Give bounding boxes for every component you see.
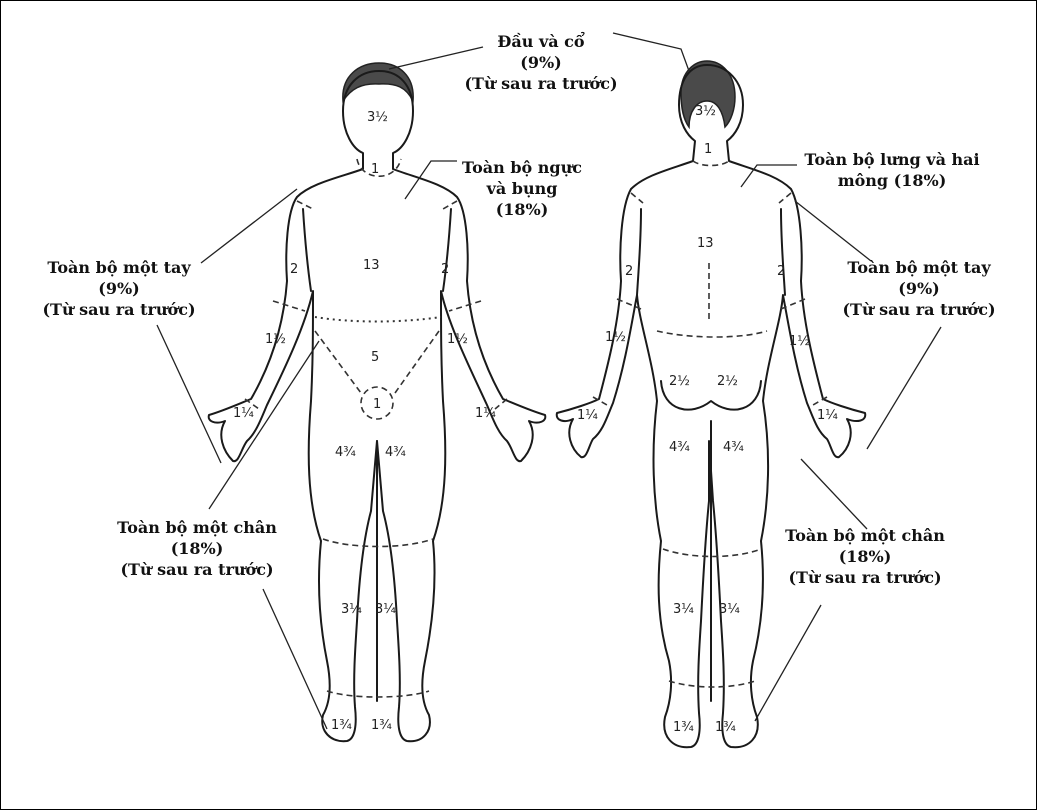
front-val-trunk: 13 (363, 258, 380, 273)
front-val-calf-r: 3¼ (375, 602, 396, 617)
back-val-buttock-l: 2½ (669, 374, 690, 389)
back-val-thigh-r: 4¾ (723, 440, 744, 455)
front-val-head: 3½ (367, 110, 388, 125)
leader-lines (157, 33, 941, 729)
front-val-hand-l: 1¼ (233, 406, 254, 421)
back-shoulder-r (779, 193, 791, 203)
back-val-upper-arm-r: 2 (777, 264, 785, 279)
label-chest-line-2: và bụng (447, 178, 597, 199)
label-back-line-2: mông (18%) (787, 170, 997, 191)
back-val-neck: 1 (704, 142, 712, 157)
front-val-thigh-r: 4¾ (385, 445, 406, 460)
label-leg-left-line-1: Toàn bộ một chân (97, 517, 297, 538)
back-val-foot-r: 1¾ (715, 720, 736, 735)
front-val-forearm-l: 1½ (265, 332, 286, 347)
front-arm-inner-r (443, 209, 451, 291)
label-leg-left-line-3: (Từ sau ra trước) (97, 559, 297, 580)
back-waist-line (657, 331, 767, 337)
back-val-head: 3½ (695, 104, 716, 119)
front-val-thigh-l: 4¾ (335, 445, 356, 460)
label-arm-right-line-3: (Từ sau ra trước) (821, 299, 1017, 320)
leader-leg-left-low (263, 589, 327, 729)
front-val-upper-arm-l: 2 (290, 262, 298, 277)
front-shoulder-l (297, 201, 313, 209)
label-back-buttocks: Toàn bộ lưng và hai mông (18%) (787, 149, 997, 191)
label-arm-right: Toàn bộ một tay (9%) (Từ sau ra trước) (821, 257, 1017, 320)
back-arm-inner-r (781, 209, 785, 295)
label-arm-left: Toàn bộ một tay (9%) (Từ sau ra trước) (21, 257, 217, 320)
back-val-forearm-l: 1½ (605, 330, 626, 345)
front-val-upper-arm-r: 2 (441, 262, 449, 277)
back-val-thigh-l: 4¾ (669, 440, 690, 455)
back-val-calf-l: 3¼ (673, 602, 694, 617)
label-chest-line-3: (18%) (447, 199, 597, 220)
back-val-hand-r: 1¼ (817, 408, 838, 423)
back-neck-line (693, 161, 729, 166)
front-arm-inner-l (303, 209, 311, 291)
label-back-line-1: Toàn bộ lưng và hai (787, 149, 997, 170)
back-val-foot-l: 1¾ (673, 720, 694, 735)
back-val-calf-r: 3¼ (719, 602, 740, 617)
label-arm-right-line-2: (9%) (821, 278, 1017, 299)
leader-arm-right (867, 327, 941, 449)
back-val-buttock-r: 2½ (717, 374, 738, 389)
front-waist-line (315, 317, 441, 322)
front-val-hand-r: 1¼ (475, 406, 496, 421)
leader-arm-left-top (201, 189, 297, 263)
front-groin-r (395, 331, 439, 393)
label-leg-left: Toàn bộ một chân (18%) (Từ sau ra trước) (97, 517, 297, 580)
back-shoulder-l (631, 193, 643, 203)
label-chest-line-1: Toàn bộ ngực (447, 157, 597, 178)
label-leg-right-line-1: Toàn bộ một chân (765, 525, 965, 546)
label-head-neck: Đầu và cổ (9%) (Từ sau ra trước) (441, 31, 641, 94)
label-arm-right-line-1: Toàn bộ một tay (821, 257, 1017, 278)
leader-arm-right-top (795, 201, 871, 261)
label-leg-right: Toàn bộ một chân (18%) (Từ sau ra trước) (765, 525, 965, 588)
label-leg-right-line-2: (18%) (765, 546, 965, 567)
label-arm-left-line-2: (9%) (21, 278, 217, 299)
back-val-upper-arm-l: 2 (625, 264, 633, 279)
leader-leg-right-low (755, 605, 821, 721)
front-val-abdomen: 5 (371, 350, 379, 365)
front-val-genital: 1 (373, 397, 381, 412)
leader-leg-left (209, 341, 319, 509)
label-leg-left-line-2: (18%) (97, 538, 297, 559)
label-arm-left-line-1: Toàn bộ một tay (21, 257, 217, 278)
back-arm-inner-l (637, 209, 641, 295)
front-wrist-r (495, 399, 507, 409)
front-val-neck: 1 (371, 162, 379, 177)
back-val-forearm-r: 1½ (789, 334, 810, 349)
leader-leg-right (801, 459, 867, 529)
leader-arm-left (157, 325, 221, 463)
back-val-hand-l: 1¼ (577, 408, 598, 423)
front-val-forearm-r: 1½ (447, 332, 468, 347)
front-val-foot-l: 1¾ (331, 718, 352, 733)
front-val-foot-r: 1¾ (371, 718, 392, 733)
label-arm-left-line-3: (Từ sau ra trước) (21, 299, 217, 320)
label-head-line-2: (9%) (441, 52, 641, 73)
front-groin-l (315, 331, 361, 393)
front-val-calf-l: 3¼ (341, 602, 362, 617)
label-leg-right-line-3: (Từ sau ra trước) (765, 567, 965, 588)
front-elbow-l (273, 301, 305, 311)
label-chest-abdomen: Toàn bộ ngực và bụng (18%) (447, 157, 597, 220)
front-elbow-r (449, 301, 481, 311)
back-val-trunk: 13 (697, 236, 714, 251)
label-head-line-3: (Từ sau ra trước) (441, 73, 641, 94)
label-head-line-1: Đầu và cổ (441, 31, 641, 52)
